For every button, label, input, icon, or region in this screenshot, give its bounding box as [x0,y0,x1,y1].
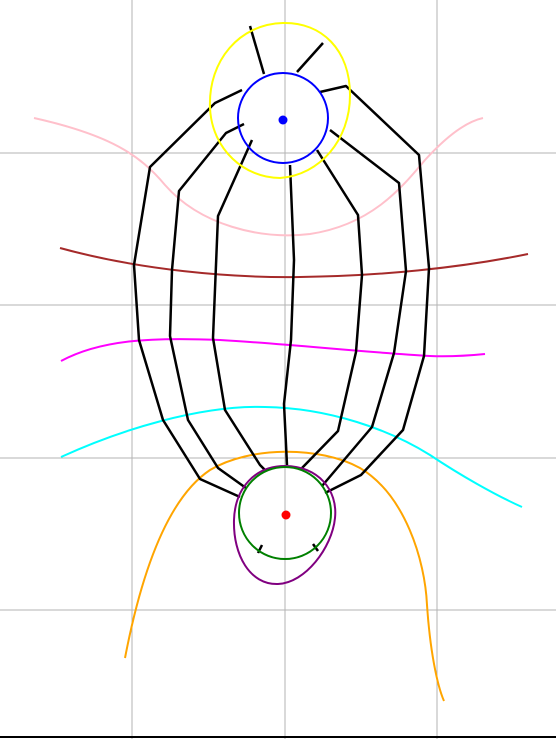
field-lines [132,25,431,554]
field-line-3 [132,88,243,499]
top-charge-ring [237,72,329,164]
field-line-6 [282,164,296,466]
field-line-1 [248,25,266,75]
curve-brown [59,247,529,279]
top-charge-halo [208,21,352,180]
bottom-charge-halo [232,464,337,586]
bottom-charge-ring [238,466,332,560]
field-line-7 [301,149,364,469]
bottom-charge-dot [281,510,291,520]
curves [33,117,529,702]
curve-cyan [60,405,523,508]
field-line-9 [319,84,431,495]
field-line-8 [321,129,408,487]
field-line-2 [296,42,324,73]
field-line-4 [168,122,247,490]
field-line-5 [211,139,266,471]
top-charge [208,21,352,180]
top-charge-dot [278,115,288,125]
curve-pink [33,117,484,237]
curve-orange [124,450,445,702]
bottom-charge [232,464,337,586]
